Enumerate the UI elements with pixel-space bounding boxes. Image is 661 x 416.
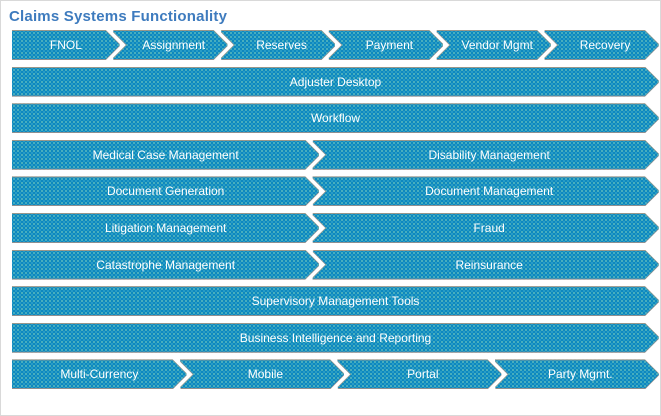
diagram-row: Workflow [12, 104, 659, 132]
arrow-segment-label: Party Mgmt. [547, 367, 613, 382]
arrow-segment-label: Portal [407, 367, 439, 382]
arrow-segment: Adjuster Desktop [12, 68, 659, 96]
page-title: Claims Systems Functionality [9, 8, 228, 25]
arrow-segment-label: Catastrophe Management [96, 257, 236, 272]
arrow-segment-label: Adjuster Desktop [289, 74, 382, 89]
arrow-segment: Multi-Currency [12, 360, 187, 388]
arrow-segment: Recovery [544, 31, 659, 59]
arrow-segment-label: Disability Management [428, 147, 550, 162]
arrow-segment: Vendor Mgmt [436, 31, 551, 59]
diagram-row: Business Intelligence and Reporting [12, 324, 659, 352]
arrow-segment: Supervisory Management Tools [12, 287, 659, 315]
arrow-segment: Document Generation [12, 177, 319, 205]
arrow-segment-label: Document Management [425, 184, 554, 199]
arrow-segment-label: FNOL [49, 38, 82, 52]
arrow-segment-label: Assignment [142, 38, 206, 52]
arrow-segment-label: Business Intelligence and Reporting [239, 330, 432, 345]
arrow-segment-label: Vendor Mgmt [461, 38, 533, 52]
arrow-segment-label: Reinsurance [455, 257, 523, 272]
diagram-row: Litigation Management Fraud [12, 214, 659, 242]
diagram-row: Document Generation Document Management [12, 177, 659, 205]
arrow-segment: Business Intelligence and Reporting [12, 324, 659, 352]
arrow-segment-label: Medical Case Management [92, 147, 239, 162]
arrow-segment-label: Supervisory Management Tools [251, 294, 420, 309]
arrow-segment-label: Reserves [256, 38, 307, 52]
diagram-row: Medical Case Management Disability Manage… [12, 141, 659, 169]
diagram-row: Supervisory Management Tools [12, 287, 659, 315]
arrow-segment: Document Management [312, 177, 659, 205]
arrow-segment: Reserves [221, 31, 336, 59]
chevron-diagram: FNOL Assignment Reserves Payment Vendor Mgmt… [12, 31, 659, 388]
arrow-segment: Medical Case Management [12, 141, 319, 169]
arrow-segment-label: Payment [365, 38, 414, 52]
arrow-segment-label: Fraud [473, 220, 505, 235]
arrow-segment-label: Mobile [247, 367, 284, 382]
arrow-segment: Reinsurance [312, 251, 659, 279]
diagram-row: Multi-Currency Mobile Portal Party Mgmt. [12, 360, 659, 388]
diagram-row: FNOL Assignment Reserves Payment Vendor Mgmt… [12, 31, 659, 59]
arrow-segment: Litigation Management [12, 214, 319, 242]
arrow-segment-label: Document Generation [106, 184, 225, 199]
arrow-segment: Disability Management [312, 141, 659, 169]
arrow-segment: Portal [337, 360, 501, 388]
arrow-segment: Party Mgmt. [495, 360, 659, 388]
arrow-segment: Workflow [12, 104, 659, 132]
diagram-row: Adjuster Desktop [12, 68, 659, 96]
arrow-segment-label: Multi-Currency [60, 367, 139, 382]
arrow-segment: FNOL [12, 31, 120, 59]
arrow-segment: Assignment [113, 31, 228, 59]
arrow-segment-label: Litigation Management [104, 220, 227, 235]
arrow-segment: Payment [328, 31, 443, 59]
arrow-segment: Catastrophe Management [12, 251, 319, 279]
arrow-segment-label: Recovery [579, 38, 631, 52]
arrow-segment: Mobile [180, 360, 344, 388]
diagram-row: Catastrophe Management Reinsurance [12, 251, 659, 279]
arrow-segment: Fraud [312, 214, 659, 242]
arrow-segment-label: Workflow [310, 111, 361, 126]
